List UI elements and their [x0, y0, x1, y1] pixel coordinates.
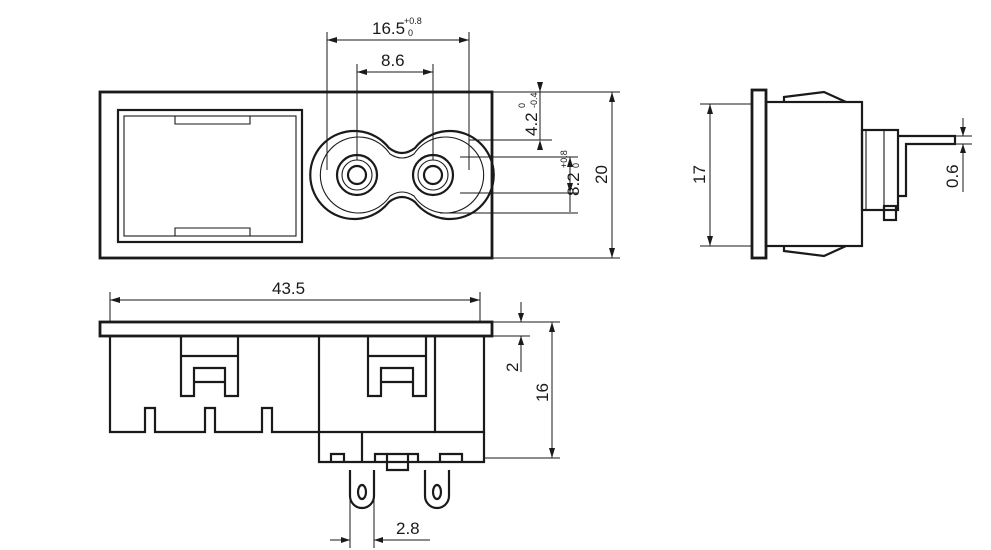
- top-latch-left: [179, 336, 240, 398]
- top-body-outline: [108, 336, 321, 434]
- pin-right: [411, 153, 455, 197]
- side-flange: [750, 88, 768, 260]
- side-latch-bottom: [782, 244, 847, 258]
- dim-label-20: 20: [592, 165, 611, 184]
- top-terminal-left: [348, 470, 376, 510]
- top-dimensions: [109, 292, 560, 548]
- top-body-right: [433, 336, 486, 434]
- socket-outline-outer: [309, 129, 495, 221]
- dim-label-16-5: 16.5: [372, 19, 405, 38]
- switch-opening-inner: [123, 115, 297, 237]
- dim-label-8-2: 8.2: [564, 172, 583, 196]
- dim-tol-16-5-lower: 0: [408, 28, 413, 38]
- top-view: [98, 320, 494, 510]
- dim-label-16: 16: [533, 383, 552, 402]
- dim-label-43-5: 43.5: [272, 279, 305, 298]
- top-rear-block: [317, 432, 486, 464]
- front-dimensions: [326, 32, 620, 259]
- dim-label-2: 2: [503, 363, 522, 372]
- side-rear-tab: [882, 204, 898, 222]
- side-body: [764, 100, 864, 248]
- dim-tol-4-2-lower: -0.4: [529, 92, 539, 108]
- pin-left: [335, 153, 379, 197]
- side-dimensions: [700, 103, 972, 247]
- dim-label-2-8: 2.8: [396, 519, 420, 538]
- dim-label-17: 17: [690, 165, 709, 184]
- dim-tol-8-2-upper: +0.8: [559, 150, 569, 168]
- front-outer-frame: [98, 90, 494, 260]
- switch-opening-notches: [174, 116, 251, 236]
- side-latch-top: [782, 90, 847, 104]
- top-flange: [98, 320, 494, 338]
- switch-opening-outer: [116, 108, 304, 244]
- dim-tol-8-2-lower: 0: [571, 163, 581, 168]
- top-terminal-right: [423, 470, 451, 510]
- front-view: [98, 90, 495, 260]
- dim-label-4-2: 4.2: [522, 112, 541, 136]
- side-view: [750, 88, 957, 260]
- dim-label-8-6: 8.6: [381, 51, 405, 70]
- top-rear-tabs: [329, 452, 464, 472]
- top-latch-right: [366, 336, 428, 398]
- dim-tol-16-5-upper: +0.8: [404, 16, 422, 26]
- side-rear-block: [860, 128, 900, 212]
- side-terminal: [898, 134, 957, 198]
- socket-outline-inner: [319, 136, 485, 214]
- dim-label-0-6: 0.6: [943, 164, 962, 188]
- dim-tol-4-2-upper: 0: [517, 103, 527, 108]
